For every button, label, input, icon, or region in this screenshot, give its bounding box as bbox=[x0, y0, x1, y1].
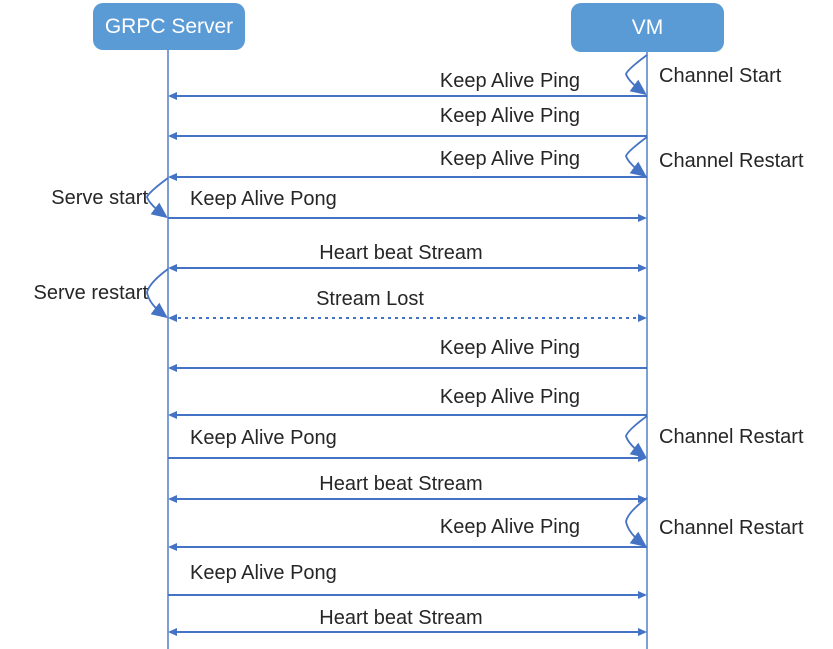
message-label: Keep Alive Ping bbox=[439, 516, 580, 538]
annotation-label: Channel Restart bbox=[659, 426, 804, 448]
message-line bbox=[171, 414, 647, 416]
annotation-label: Channel Restart bbox=[659, 150, 804, 172]
message-label: Heart beat Stream bbox=[319, 607, 483, 629]
lifeline-vm bbox=[646, 52, 648, 649]
annotation-label: Channel Start bbox=[659, 65, 782, 87]
annotation-curve bbox=[625, 136, 648, 178]
annotation-curve bbox=[625, 415, 648, 459]
message-arrowhead-right bbox=[638, 454, 647, 462]
annotation-curve bbox=[625, 497, 648, 548]
message-label: Keep Alive Pong bbox=[190, 188, 337, 210]
message-arrowhead-left bbox=[168, 364, 177, 372]
message-line bbox=[171, 498, 644, 500]
message-arrowhead-left bbox=[168, 132, 177, 140]
message-label: Keep Alive Ping bbox=[439, 337, 580, 359]
message-arrowhead-right bbox=[638, 591, 647, 599]
message-line bbox=[171, 176, 647, 178]
message-label: Heart beat Stream bbox=[319, 473, 483, 495]
annotation-label: Serve restart bbox=[33, 282, 148, 304]
message-label: Keep Alive Ping bbox=[439, 148, 580, 170]
message-label: Keep Alive Ping bbox=[439, 386, 580, 408]
message-line bbox=[171, 135, 647, 137]
annotation-curve bbox=[146, 177, 169, 219]
message-arrowhead-left bbox=[168, 628, 177, 636]
message-line bbox=[171, 546, 647, 548]
message-line bbox=[168, 457, 644, 459]
actor-grpc-server-label: GRPC Server bbox=[104, 14, 234, 38]
message-label: Stream Lost bbox=[316, 288, 424, 310]
message-arrowhead-left bbox=[168, 264, 177, 272]
message-line bbox=[171, 267, 644, 269]
message-arrowhead-left bbox=[168, 92, 177, 100]
annotation-curve bbox=[625, 54, 648, 96]
message-arrowhead-right bbox=[638, 264, 647, 272]
message-arrowhead-right bbox=[638, 628, 647, 636]
message-arrowhead-right bbox=[638, 314, 647, 322]
lifeline-grpc-server bbox=[167, 50, 169, 649]
message-line bbox=[171, 631, 644, 633]
annotation-label: Channel Restart bbox=[659, 517, 804, 539]
annotation-label: Serve start bbox=[51, 187, 148, 209]
actor-vm: VM bbox=[571, 3, 724, 52]
message-arrowhead-right bbox=[638, 214, 647, 222]
message-line bbox=[168, 217, 644, 219]
message-arrowhead-left bbox=[168, 411, 177, 419]
message-arrowhead-left bbox=[168, 314, 177, 322]
message-line bbox=[171, 317, 644, 319]
actor-grpc-server: GRPC Server bbox=[93, 3, 245, 50]
message-label: Keep Alive Pong bbox=[190, 562, 337, 584]
message-arrowhead-left bbox=[168, 495, 177, 503]
message-label: Keep Alive Pong bbox=[190, 427, 337, 449]
actor-vm-label: VM bbox=[631, 15, 664, 39]
message-label: Heart beat Stream bbox=[319, 242, 483, 264]
message-label: Keep Alive Ping bbox=[439, 105, 580, 127]
message-line bbox=[168, 594, 644, 596]
message-arrowhead-right bbox=[638, 495, 647, 503]
message-line bbox=[171, 95, 647, 97]
message-arrowhead-left bbox=[168, 173, 177, 181]
message-line bbox=[171, 367, 647, 369]
message-label: Keep Alive Ping bbox=[439, 70, 580, 92]
annotation-curve bbox=[146, 268, 169, 319]
message-arrowhead-left bbox=[168, 543, 177, 551]
